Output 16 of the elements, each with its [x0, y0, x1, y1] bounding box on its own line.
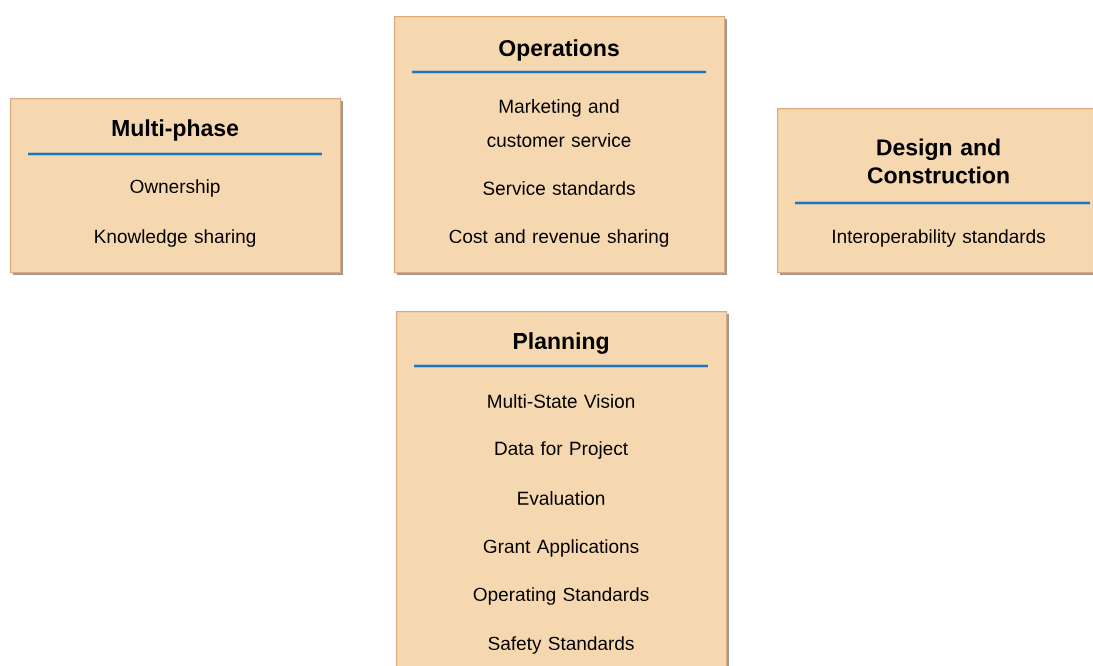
list-item: Multi-State Vision [488, 394, 635, 408]
list-item: Interoperability standards [833, 229, 1045, 247]
list-item: Service standards [483, 181, 635, 195]
list-item: Marketing and customer service [487, 99, 631, 147]
list-item: Grant Applications [483, 539, 639, 557]
list-item: Evaluation [518, 491, 605, 505]
list-item: Safety Standards [488, 636, 634, 654]
box-heading: Multi-phase [112, 119, 239, 141]
list-item: Data for Project [495, 441, 628, 459]
list-item: Knowledge sharing [95, 229, 256, 247]
list-item: Cost and revenue sharing [449, 229, 669, 247]
list-item: Operating Standards [473, 587, 649, 605]
box-heading: Operations [499, 39, 619, 61]
box-heading: Design and Construction [867, 138, 1009, 184]
list-item: Ownership [130, 179, 220, 197]
box-heading: Planning [514, 332, 609, 354]
